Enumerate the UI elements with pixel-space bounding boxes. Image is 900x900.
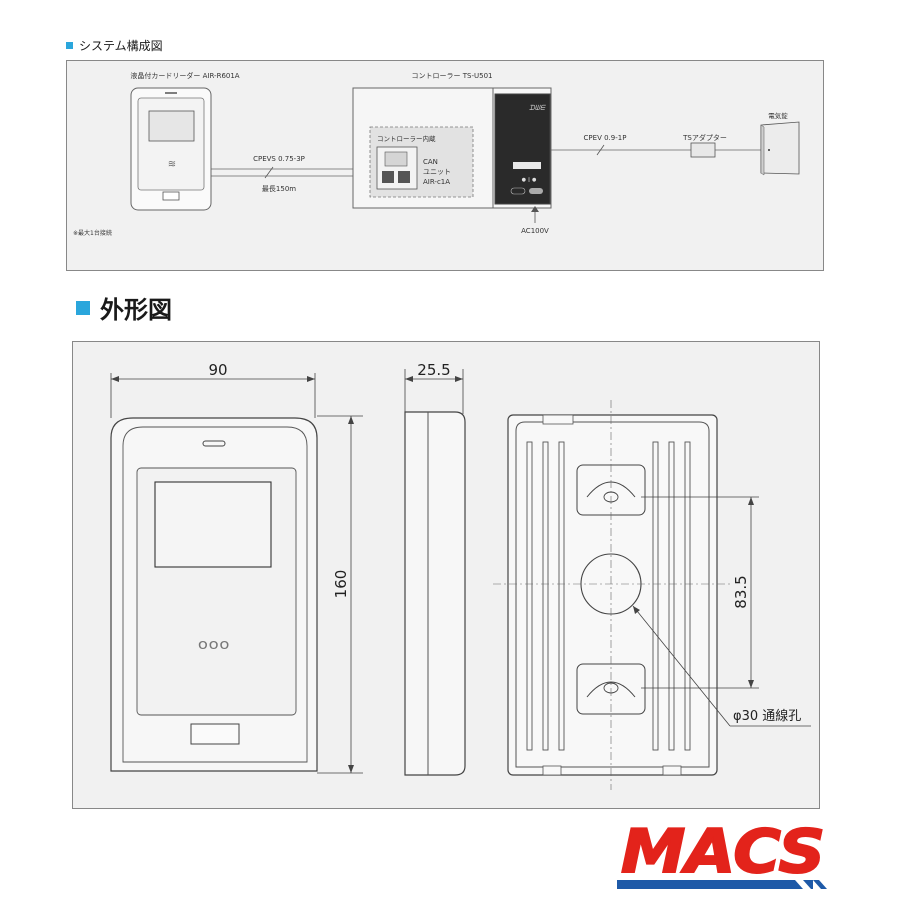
can-unit-device bbox=[376, 146, 418, 190]
system-section-title: システム構成図 bbox=[66, 37, 163, 54]
depth-dimension: 25.5 bbox=[404, 361, 464, 414]
lock-label: 電気錠 bbox=[768, 111, 788, 120]
height-dimension: 160 bbox=[317, 415, 363, 774]
hole-label: φ30 通線孔 bbox=[733, 708, 801, 724]
outline-section-title: 外形図 bbox=[76, 290, 172, 325]
controller-label: コントローラー TS-U501 bbox=[412, 72, 493, 80]
builtin-label: コントローラー内蔵 bbox=[377, 134, 436, 143]
can-line-3: AIR-c1A bbox=[423, 178, 450, 186]
nfc-icon: ≋ bbox=[168, 159, 176, 170]
controller-indicator-icon: ● ▯ ● bbox=[522, 177, 537, 183]
depth-value: 25.5 bbox=[417, 361, 450, 379]
system-diagram-panel: 液晶付カードリーダー AIR-R601A ≋ CPEVS 0.75-3P 最長1… bbox=[66, 60, 824, 271]
connection-note: ※最大1台接続 bbox=[73, 229, 112, 237]
controller-brand-icon: ᗪᗯᗴ bbox=[529, 104, 546, 112]
cable-length-label: 最長150m bbox=[262, 185, 296, 193]
nfc-mark-icon: ₒₒₒ bbox=[198, 626, 230, 656]
system-section-title-text: システム構成図 bbox=[79, 39, 163, 53]
hole-leader: φ30 通線孔 bbox=[632, 605, 811, 727]
width-dimension: 90 bbox=[110, 361, 316, 418]
back-view bbox=[493, 400, 733, 790]
card-reader-device: ≋ bbox=[130, 87, 212, 211]
outline-diagram-panel: 90 ₒₒₒ 160 25.5 bbox=[72, 341, 820, 809]
side-view bbox=[404, 411, 466, 776]
can-line-2: ユニット bbox=[423, 168, 451, 176]
power-label: AC100V bbox=[521, 227, 549, 235]
adapter-label: TSアダプター bbox=[682, 133, 727, 142]
logo-text: MACS bbox=[621, 817, 825, 887]
electric-lock-device bbox=[760, 121, 800, 176]
hole-pitch-value: 83.5 bbox=[732, 575, 750, 608]
ts-adapter-device bbox=[690, 142, 716, 158]
can-line-1: CAN bbox=[423, 158, 438, 166]
front-view: ₒₒₒ bbox=[110, 417, 318, 772]
outline-section-title-text: 外形図 bbox=[100, 296, 172, 324]
height-value: 160 bbox=[332, 570, 350, 599]
reader-label: 液晶付カードリーダー AIR-R601A bbox=[130, 71, 239, 80]
section-bullet-icon bbox=[76, 300, 90, 315]
width-value: 90 bbox=[208, 361, 227, 379]
macs-logo: MACS bbox=[617, 816, 829, 896]
system-diagram: 液晶付カードリーダー AIR-R601A ≋ CPEVS 0.75-3P 最長1… bbox=[73, 71, 800, 237]
section-bullet-icon bbox=[66, 42, 73, 49]
hole-pitch-dimension: 83.5 bbox=[641, 496, 759, 689]
cable-lock-label: CPEV 0.9-1P bbox=[584, 134, 627, 142]
macs-logo-graphic: MACS bbox=[617, 816, 827, 889]
outline-diagram: 90 ₒₒₒ 160 25.5 bbox=[110, 361, 811, 790]
cable-reader-label: CPEVS 0.75-3P bbox=[253, 155, 305, 163]
